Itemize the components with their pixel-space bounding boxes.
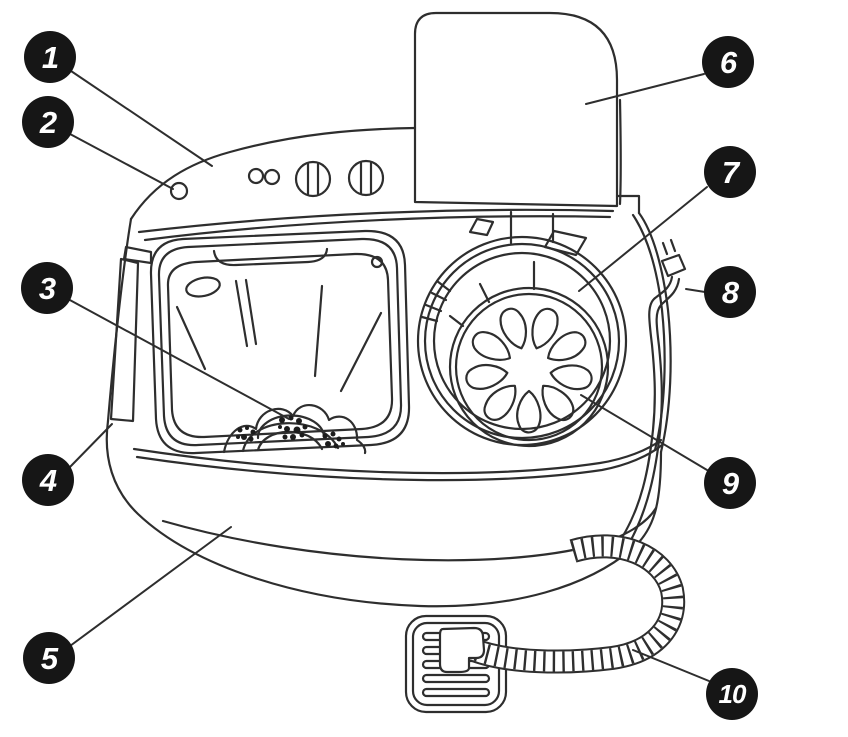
leader-line-7 xyxy=(578,186,708,292)
callout-badge-10: 10 xyxy=(706,668,758,720)
machine-body xyxy=(105,126,672,608)
control-panel xyxy=(169,159,385,201)
leader-line-1 xyxy=(70,70,213,167)
spin-basket xyxy=(448,286,610,448)
callout-badge-7: 7 xyxy=(704,146,756,198)
wash-tub xyxy=(149,229,411,455)
pulsator xyxy=(222,404,367,455)
power-cord xyxy=(610,238,687,560)
callout-badge-3: 3 xyxy=(21,262,73,314)
callout-badge-5: 5 xyxy=(23,632,75,684)
callout-badge-6: 6 xyxy=(702,36,754,88)
leader-line-3 xyxy=(67,298,290,420)
indicator-lights xyxy=(247,167,281,186)
basket-petal-holes xyxy=(465,307,593,434)
leader-line-8 xyxy=(685,288,706,293)
leader-line-10 xyxy=(632,649,710,682)
leader-line-5 xyxy=(69,526,232,647)
callout-badge-1: 1 xyxy=(24,31,76,83)
drain-hose xyxy=(469,534,686,674)
leader-line-2 xyxy=(69,133,174,190)
inlet-port xyxy=(169,181,189,201)
leader-lines xyxy=(67,70,710,682)
wash-timer-knob-icon[interactable] xyxy=(294,160,332,198)
callout-badge-9: 9 xyxy=(704,457,756,509)
leader-line-9 xyxy=(580,394,708,471)
spin-timer-knob-icon[interactable] xyxy=(347,159,385,197)
lid xyxy=(413,11,622,208)
power-plug-icon xyxy=(660,238,687,278)
drain-nozzle xyxy=(438,626,486,674)
callout-badge-2: 2 xyxy=(22,96,74,148)
callout-badge-4: 4 xyxy=(22,454,74,506)
pulsator-grip-dots xyxy=(236,415,345,449)
leader-line-4 xyxy=(68,423,113,469)
callout-badge-8: 8 xyxy=(704,266,756,318)
leader-line-6 xyxy=(585,73,705,105)
